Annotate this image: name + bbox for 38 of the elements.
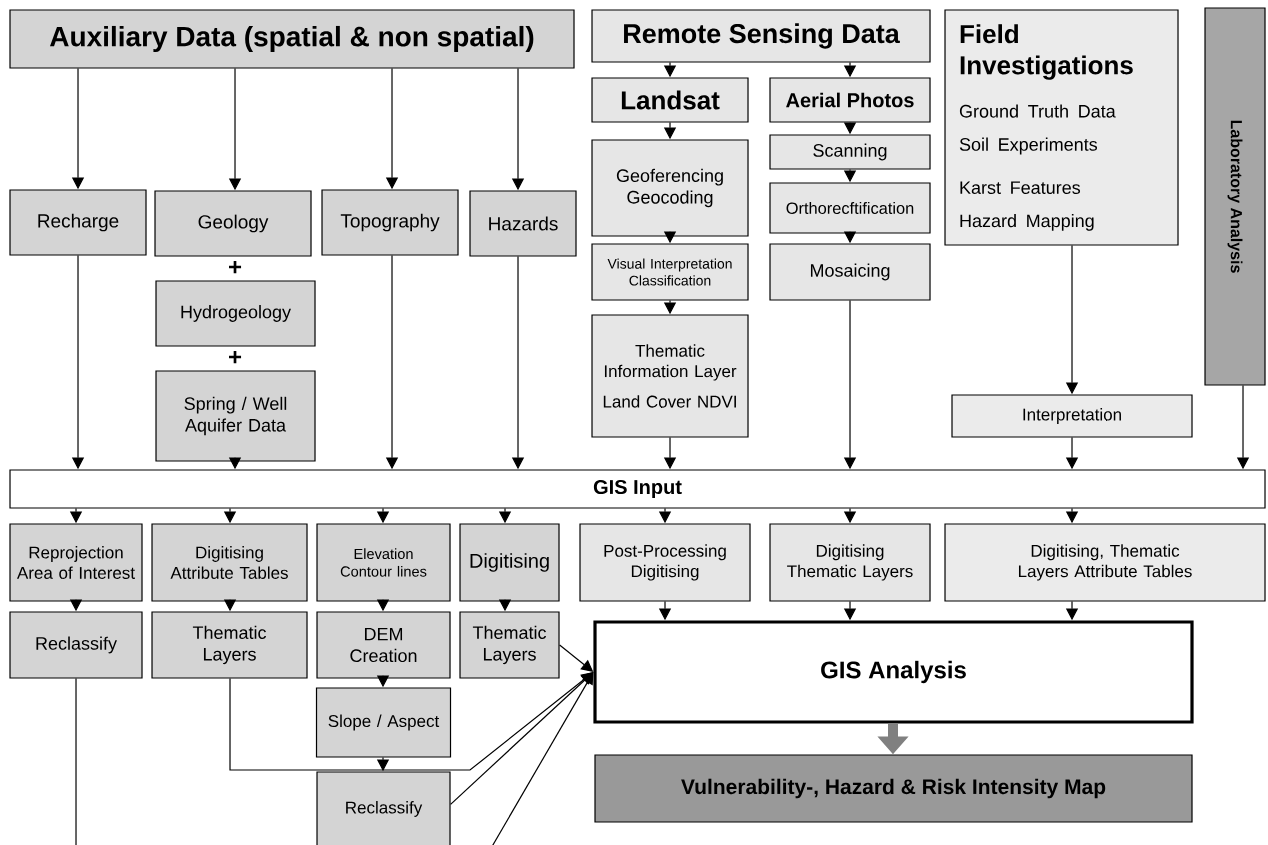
process-box: Geology [154, 190, 312, 257]
process-box: Scanning [769, 134, 931, 170]
process-box: Elevation Contour lines [316, 523, 451, 602]
input-bar: GIS Input [9, 469, 1266, 509]
process-box: Reclassify [9, 611, 143, 679]
arrow [489, 672, 594, 845]
process-box: Slope / Aspect [315, 687, 452, 758]
process-box: Orthorecftification [769, 182, 931, 234]
process-box: Reprojection Area of Interest [9, 523, 143, 602]
plus-sign: + [229, 260, 242, 274]
process-box: Thematic Layers [459, 611, 560, 679]
process-box: Spring / Well Aquifer Data [155, 370, 316, 462]
process-box: Topography [321, 189, 459, 256]
vertical-box: Laboratory Analysis [1204, 7, 1266, 386]
process-box: Geoferencing Geocoding [591, 139, 749, 237]
source-box: Remote Sensing Data [591, 9, 931, 63]
analysis-box: GIS Analysis [593, 620, 1194, 724]
process-box: Interpretation [951, 394, 1193, 438]
process-box: Digitising Thematic Layers [769, 523, 931, 602]
process-box: Landsat [591, 77, 749, 123]
process-box: Post-Processing Digitising [579, 523, 751, 602]
process-box: Mosaicing [769, 243, 931, 301]
process-box: Hazards [469, 190, 577, 257]
process-box: Recharge [9, 189, 147, 256]
source-box: Field Investigations Ground Truth Data Soil Experiments Karst Features Hazard Mapping [944, 9, 1179, 246]
process-box: Digitising Attribute Tables [151, 523, 308, 602]
process-box: Thematic Layers [151, 611, 308, 679]
process-box: Digitising, Thematic Layers Attribute Tables [944, 523, 1266, 602]
process-box: Aerial Photos [769, 77, 931, 123]
process-box: Hydrogeology [155, 280, 316, 347]
plus-sign: + [229, 350, 242, 364]
process-box: Reclassify [316, 771, 451, 845]
process-box: Thematic Information Layer Land Cover NDVI [591, 314, 749, 438]
source-box: Auxiliary Data (spatial & non spatial) [9, 9, 575, 69]
result-box: Vulnerability-, Hazard & Risk Intensity Map [594, 754, 1193, 823]
process-box: DEM Creation [316, 611, 451, 679]
process-box: Visual Interpretation Classification [591, 243, 749, 301]
process-box: Digitising [459, 523, 560, 602]
